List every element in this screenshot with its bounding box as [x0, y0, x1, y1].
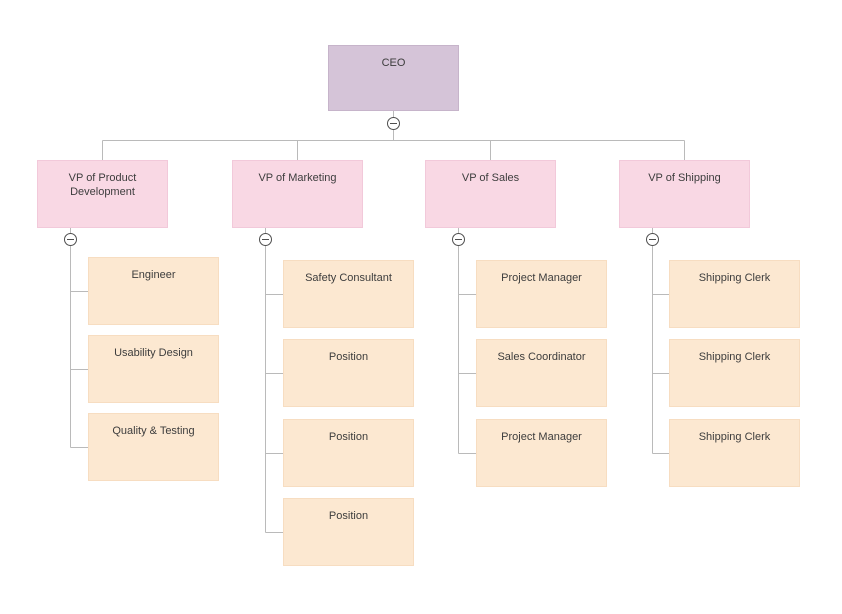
node-safety-consultant[interactable]: Safety Consultant	[283, 260, 414, 328]
node-label: Position	[328, 431, 369, 443]
node-label: VP of Shipping	[648, 172, 721, 184]
node-label: Position	[328, 510, 369, 522]
node-label: Shipping Clerk	[698, 272, 771, 284]
collapse-button-vp-sales[interactable]	[452, 232, 465, 246]
node-position-1[interactable]: Position	[283, 339, 414, 407]
node-label: Project Manager	[501, 272, 582, 284]
node-label: VP of Sales	[461, 172, 520, 184]
collapse-button-vp-shipping[interactable]	[646, 232, 659, 246]
node-label: Usability Design	[114, 347, 193, 359]
minus-icon	[390, 122, 397, 124]
collapse-button-vp-marketing[interactable]	[259, 232, 272, 246]
node-label: Sales Coordinator	[497, 351, 586, 363]
minus-icon	[67, 238, 74, 240]
node-vp-shipping[interactable]: VP of Shipping	[619, 160, 750, 228]
node-label: Shipping Clerk	[698, 431, 771, 443]
node-sales-coordinator[interactable]: Sales Coordinator	[476, 339, 607, 407]
node-label: Safety Consultant	[305, 272, 392, 284]
node-quality-testing[interactable]: Quality & Testing	[88, 413, 219, 481]
node-ceo[interactable]: CEO	[328, 45, 459, 111]
node-shipping-clerk-1[interactable]: Shipping Clerk	[669, 260, 800, 328]
node-usability-design[interactable]: Usability Design	[88, 335, 219, 403]
node-label: VP of Product Development	[68, 172, 137, 198]
node-position-3[interactable]: Position	[283, 498, 414, 566]
node-label: Shipping Clerk	[698, 351, 771, 363]
node-shipping-clerk-2[interactable]: Shipping Clerk	[669, 339, 800, 407]
node-position-2[interactable]: Position	[283, 419, 414, 487]
node-label: VP of Marketing	[258, 172, 337, 184]
minus-icon	[262, 238, 269, 240]
node-project-manager-2[interactable]: Project Manager	[476, 419, 607, 487]
node-label: Engineer	[131, 269, 176, 281]
collapse-button-ceo[interactable]	[387, 116, 400, 130]
minus-icon	[649, 238, 656, 240]
node-label: Quality & Testing	[112, 425, 195, 437]
node-label: Project Manager	[501, 431, 582, 443]
node-shipping-clerk-3[interactable]: Shipping Clerk	[669, 419, 800, 487]
node-vp-product-development[interactable]: VP of Product Development	[37, 160, 168, 228]
minus-icon	[455, 238, 462, 240]
node-project-manager-1[interactable]: Project Manager	[476, 260, 607, 328]
node-vp-sales[interactable]: VP of Sales	[425, 160, 556, 228]
collapse-button-vp-product-development[interactable]	[64, 232, 77, 246]
node-engineer[interactable]: Engineer	[88, 257, 219, 325]
node-label: Position	[328, 351, 369, 363]
node-label: CEO	[381, 57, 406, 69]
node-vp-marketing[interactable]: VP of Marketing	[232, 160, 363, 228]
